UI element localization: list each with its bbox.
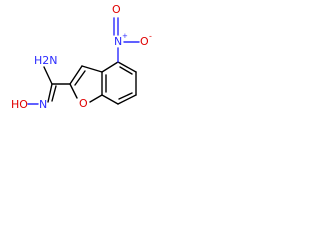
nitro-o-right-label: O [140, 35, 149, 48]
oxime-n-label: N [39, 98, 47, 111]
bond-c5-c4 [117, 61, 137, 73]
bond-amidine-c-n [47, 83, 53, 103]
benzofuran-amidoxime-structure: H2N N HO O N + O O - [11, 3, 152, 111]
bond-c2-o1 [69, 83, 78, 99]
bond-c7-c6 [117, 94, 137, 105]
bond-c6-c7-double [118, 92, 133, 100]
nitro-n-label: N [114, 35, 122, 48]
bond-amidine-c-n-double [51, 85, 57, 102]
furan-o-label: O [79, 97, 88, 110]
nh2-label: H2N [34, 54, 58, 67]
bond-c7a-c7 [101, 94, 119, 105]
bond-c4-c5-double [119, 66, 133, 75]
bond-c3-c2 [69, 65, 83, 85]
bond-c3a-c3 [81, 65, 103, 73]
nitro-o-top-label: O [112, 3, 121, 16]
bond-c4-c3a [101, 61, 119, 73]
bond-amidine-c-nh2 [43, 66, 53, 85]
nitro-minus-charge: - [149, 32, 152, 41]
hydroxyl-label: HO [11, 98, 28, 111]
nitro-plus-charge: + [122, 32, 128, 40]
bond-o1-c7a [89, 94, 103, 103]
bond-c3-c2-double [74, 70, 86, 86]
